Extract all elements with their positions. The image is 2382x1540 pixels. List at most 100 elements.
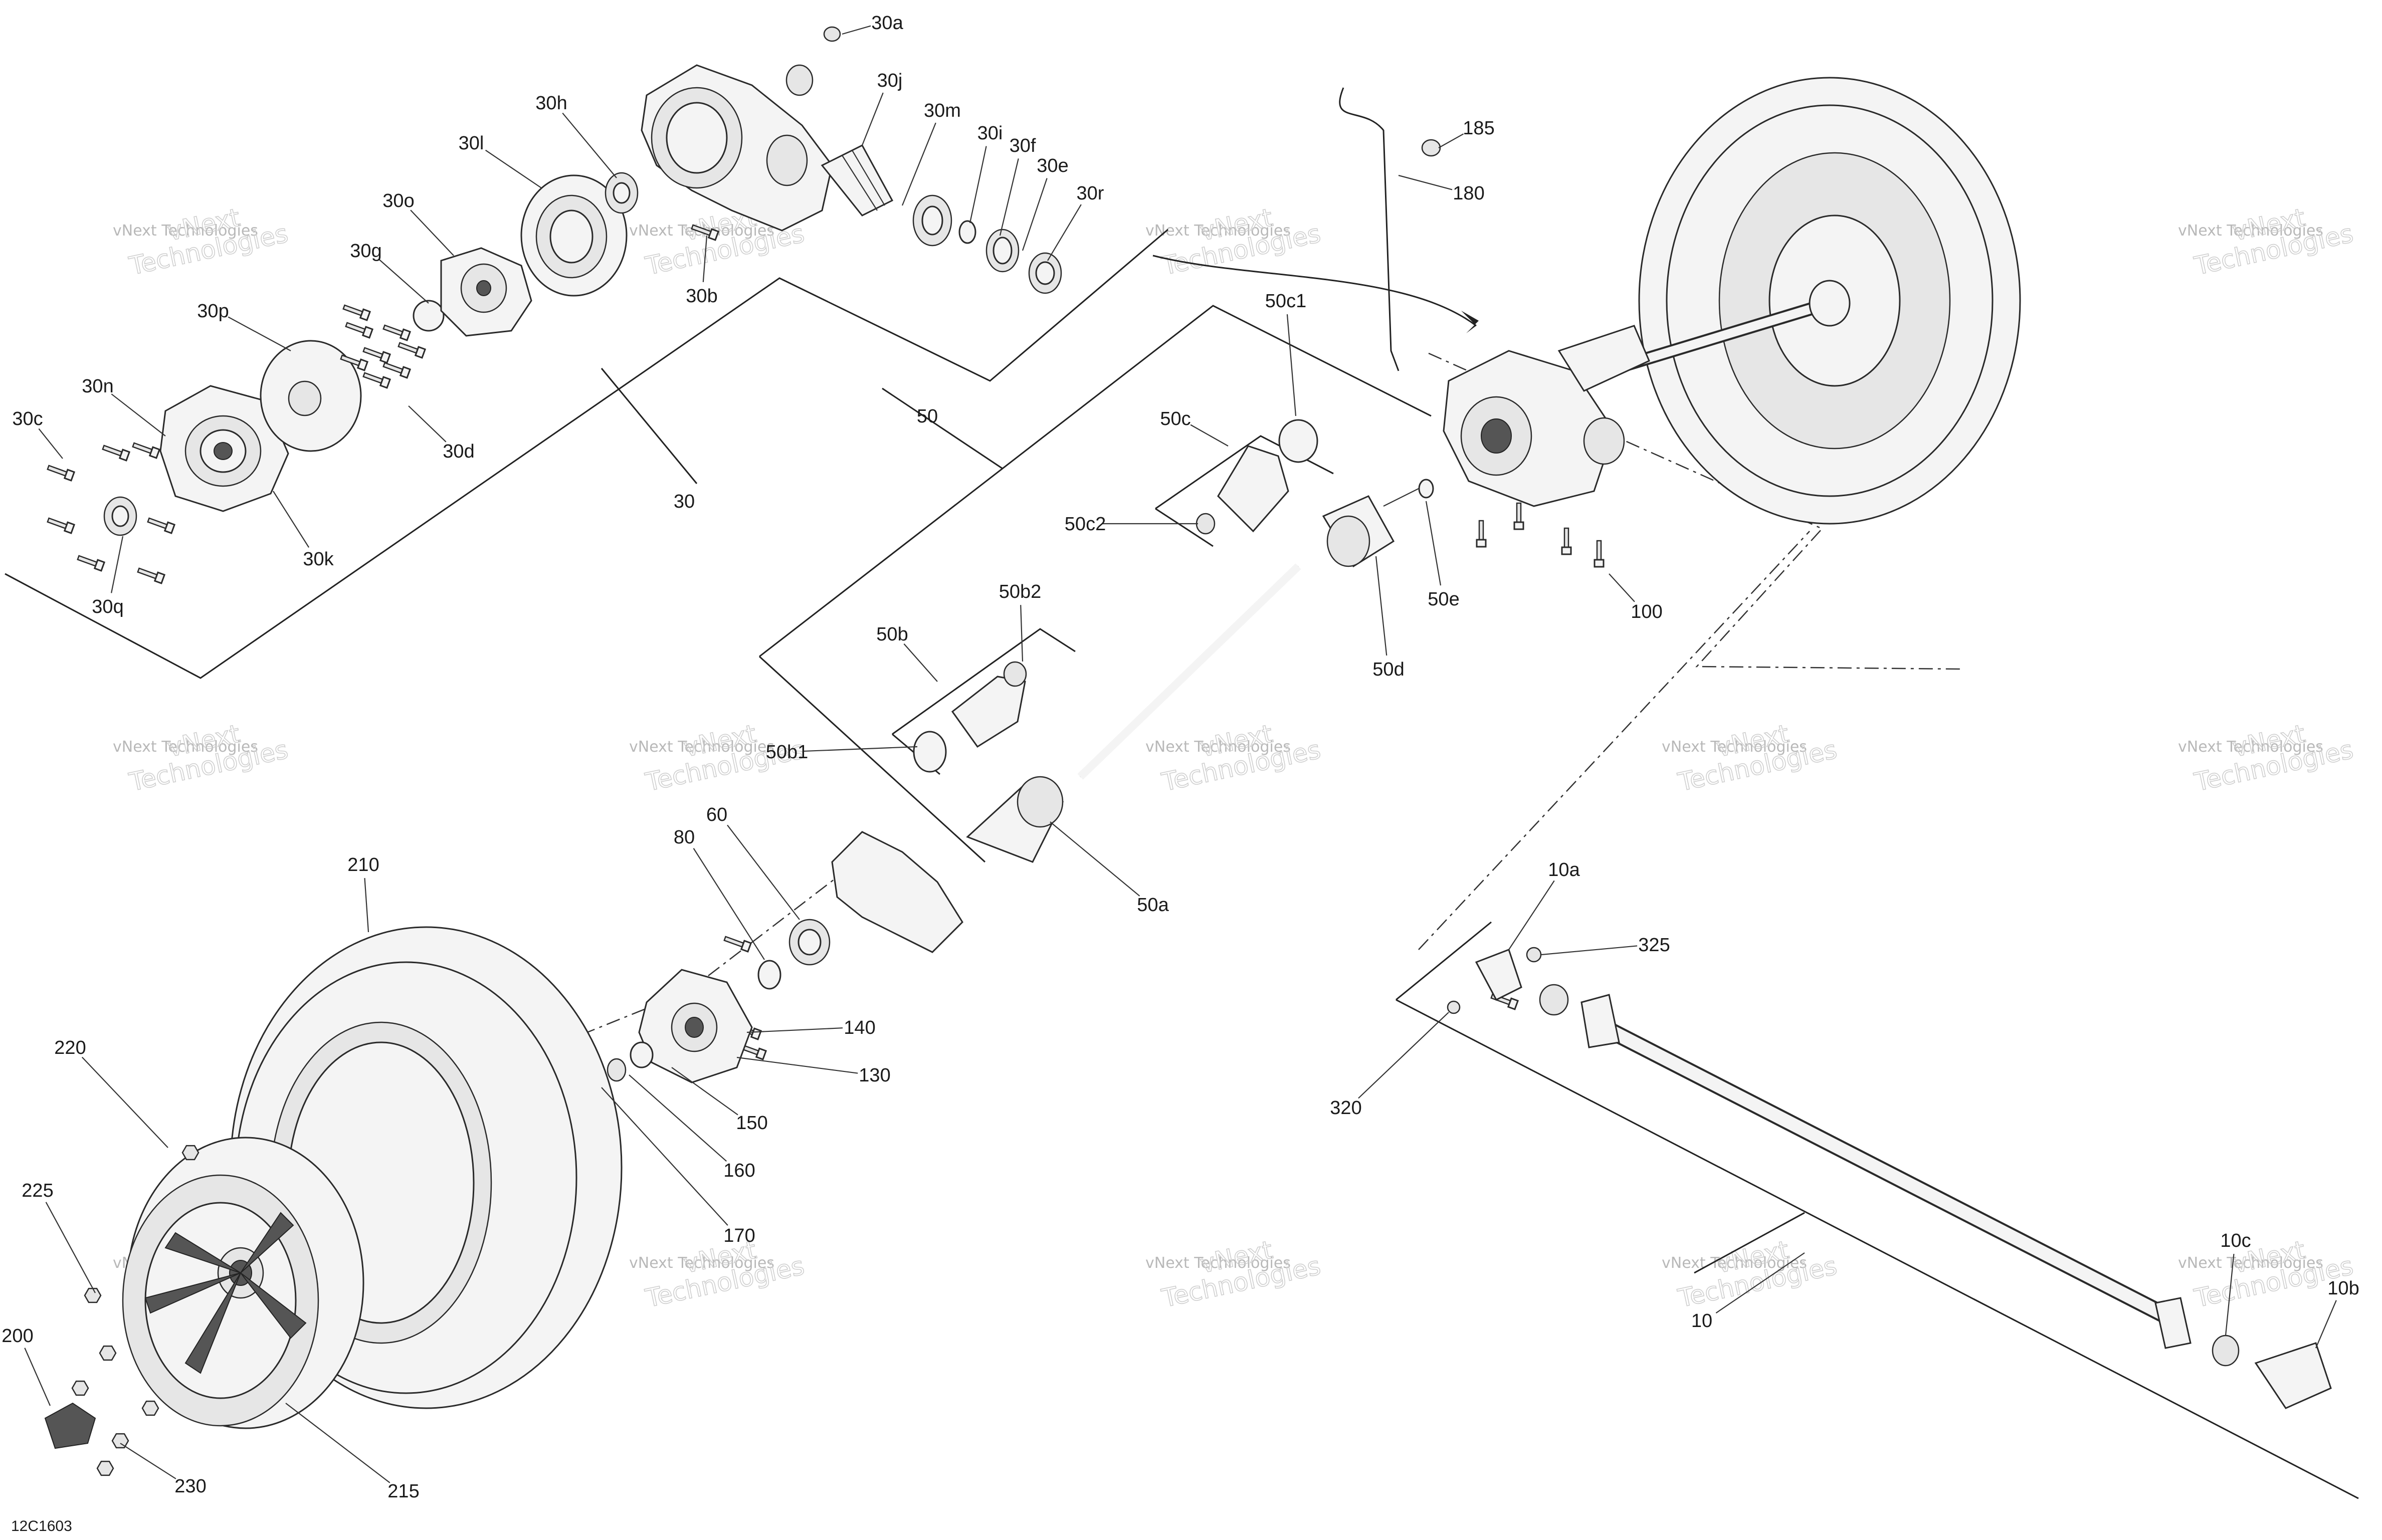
callout-50c1: 50c1: [1265, 291, 1306, 312]
leader-230: [120, 1443, 176, 1479]
leader-50c1: [1286, 314, 1297, 416]
diff-housing-30b: [641, 64, 833, 232]
leader-50e: [1425, 501, 1442, 586]
svg-text:vNext Technologies: vNext Technologies: [2178, 222, 2323, 240]
seal-30q: [103, 496, 137, 536]
rear-wheel-right: [1522, 77, 2021, 525]
bolt-15: [691, 224, 720, 241]
svg-text:vNext Technologies: vNext Technologies: [1145, 222, 1291, 240]
callout-30a: 30a: [871, 13, 903, 34]
diff-case-30o: [440, 247, 532, 337]
prop-shaft-10: [1447, 947, 2332, 1409]
callout-30k: 30k: [303, 549, 334, 570]
callout-50c2: 50c2: [1065, 514, 1106, 535]
breather-hose-180: [1152, 87, 1479, 371]
callout-50e: 50e: [1428, 589, 1459, 610]
bolt-3: [47, 517, 76, 534]
callout-150: 150: [736, 1113, 767, 1134]
leader-50b1: [804, 746, 918, 752]
rear-differential-100: [1443, 325, 1650, 507]
svg-text:vNext Technologies: vNext Technologies: [629, 738, 774, 756]
bolt-7: [342, 304, 371, 321]
leader-30f: [999, 158, 1019, 236]
leader-130: [736, 1056, 858, 1074]
callout-30p: 30p: [197, 301, 229, 322]
leader-150: [671, 1067, 738, 1116]
callout-140: 140: [844, 1017, 875, 1038]
callout-30m: 30m: [924, 100, 961, 121]
callout-200: 200: [2, 1326, 33, 1347]
pinion-30j: [821, 144, 894, 216]
bolt-2: [132, 442, 161, 459]
leader-30a: [842, 25, 871, 35]
wheel-nut-4: [141, 1400, 159, 1416]
leader-30d: [408, 405, 447, 443]
cv-joint-50d: [1322, 495, 1395, 568]
leader-160: [629, 1074, 727, 1162]
leader-180: [1398, 174, 1453, 190]
svg-text:vNext Technologies: vNext Technologies: [1145, 738, 1291, 756]
leader-225: [45, 1202, 96, 1293]
callout-170: 170: [723, 1225, 755, 1246]
leader-50c: [1190, 424, 1229, 447]
svg-text:vNext Technologies: vNext Technologies: [1145, 1254, 1291, 1272]
yoke-10a: [1475, 949, 1522, 1001]
seal-30r: [1028, 252, 1062, 294]
callout-30b: 30b: [686, 286, 717, 307]
wheel-nut-3: [71, 1380, 89, 1396]
callout-30c: 30c: [12, 408, 43, 429]
leader-10c: [2225, 1253, 2235, 1336]
callout-30i: 30i: [977, 123, 1003, 144]
leader-170: [601, 1087, 728, 1226]
knuckle-and-hub: [607, 831, 963, 1083]
callout-30l: 30l: [459, 133, 484, 154]
callout-210: 210: [347, 854, 379, 875]
callout-325: 325: [1638, 935, 1670, 956]
group-10-frame: [1396, 921, 2359, 1499]
leader-30q: [111, 536, 124, 593]
callout-30: 30: [674, 491, 695, 512]
yoke-rear: [2154, 1297, 2192, 1349]
callout-30h: 30h: [535, 93, 567, 114]
svg-text:vNext Technologies: vNext Technologies: [629, 1254, 774, 1272]
wheel-nut-1: [84, 1287, 102, 1303]
svg-text:vNext Technologies: vNext Technologies: [1662, 1254, 1807, 1272]
leader-10b: [2315, 1300, 2337, 1349]
bolt-12: [382, 362, 412, 379]
callout-180: 180: [1453, 183, 1484, 204]
cap-200: [44, 1402, 96, 1449]
callout-10c: 10c: [2220, 1230, 2251, 1251]
callout-10b: 10b: [2327, 1278, 2359, 1299]
callout-320: 320: [1330, 1097, 1361, 1119]
clamp-50b1: [913, 731, 947, 773]
bolt-1: [102, 445, 131, 462]
drawing-code: 12C1603: [11, 1518, 72, 1534]
nut-30f: [985, 229, 1020, 273]
callout-30d: 30d: [443, 441, 474, 462]
leader-50b2: [1020, 605, 1024, 662]
bolt-13: [382, 324, 412, 341]
washer-150: [630, 1041, 654, 1068]
ring-gear-30l: [520, 174, 628, 297]
yoke-front: [1580, 994, 1620, 1048]
bolt-9: [340, 354, 369, 371]
leader-50d: [1375, 556, 1387, 656]
callout-30q: 30q: [92, 596, 123, 617]
leader-30n: [111, 393, 166, 436]
callout-30f: 30f: [1010, 135, 1036, 156]
cross-10c: [2212, 1335, 2240, 1367]
yoke-10b: [2254, 1342, 2332, 1409]
callout-30o: 30o: [382, 190, 414, 211]
callout-225: 225: [22, 1180, 53, 1201]
bolt-6: [147, 517, 176, 534]
svg-text:vNext Technologies: vNext Technologies: [113, 738, 258, 756]
clip-50e: [1418, 479, 1434, 499]
leader-185: [1438, 133, 1464, 148]
ring-30i: [958, 220, 976, 244]
diff-bolts: [47, 224, 1519, 1060]
rear-bolt-2: [1561, 527, 1572, 555]
bolt-320: [1447, 1000, 1461, 1014]
